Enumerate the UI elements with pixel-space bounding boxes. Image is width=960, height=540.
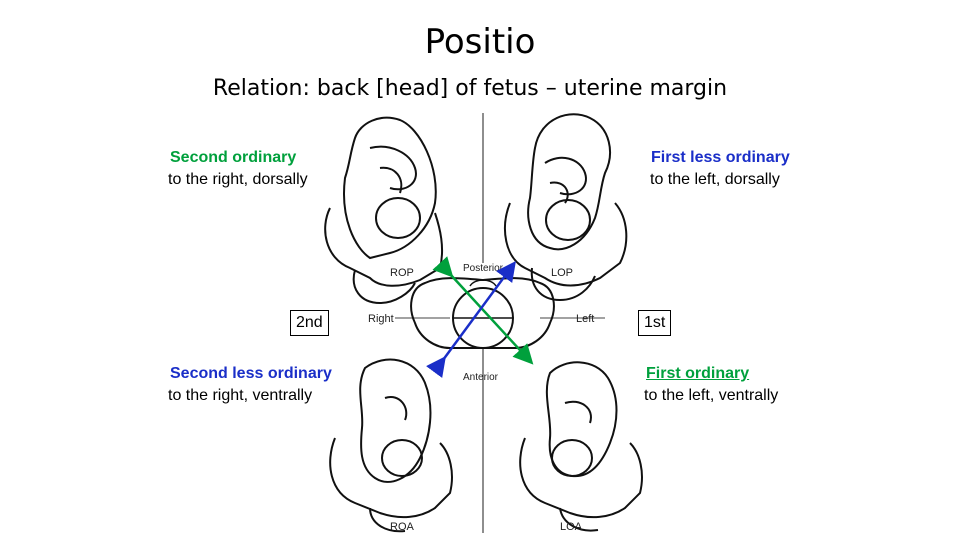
position-desc-first-less-ordinary: to the left, dorsally [650,171,780,188]
position-desc-second-less-ordinary: to the right, ventrally [168,387,313,404]
right-label: Right [368,313,394,325]
fetus-rop-illustration [324,116,444,305]
anterior-label: Anterior [463,372,499,383]
position-desc-first-ordinary: to the left, ventrally [644,387,779,404]
position-name-first-ordinary: First ordinary [646,365,750,382]
position-desc-second-ordinary: to the right, dorsally [168,171,308,188]
blue-arrow [426,260,516,379]
posterior-label: Posterior [463,263,504,274]
roa-label: ROA [390,521,415,533]
lop-label: LOP [551,267,573,279]
position-name-second-less-ordinary: Second less ordinary [170,365,332,382]
slide-title: Positio [424,22,536,62]
fetus-loa-illustration [519,361,643,532]
pelvis-illustration [410,277,555,349]
position-name-second-ordinary: Second ordinary [170,149,297,166]
second-position-box: 2nd [290,310,329,336]
loa-label: LOA [560,521,583,533]
fetus-roa-illustration [329,358,453,533]
fetus-lop-illustration [504,113,628,302]
slide-subtitle: Relation: back [head] of fetus – uterine… [212,76,728,101]
fetal-position-diagram: Posterior Anterior Right Left ROP LOP RO… [324,113,643,533]
position-name-first-less-ordinary: First less ordinary [651,149,790,166]
left-label: Left [576,313,594,325]
first-position-box: 1st [638,310,672,336]
rop-label: ROP [390,267,414,279]
